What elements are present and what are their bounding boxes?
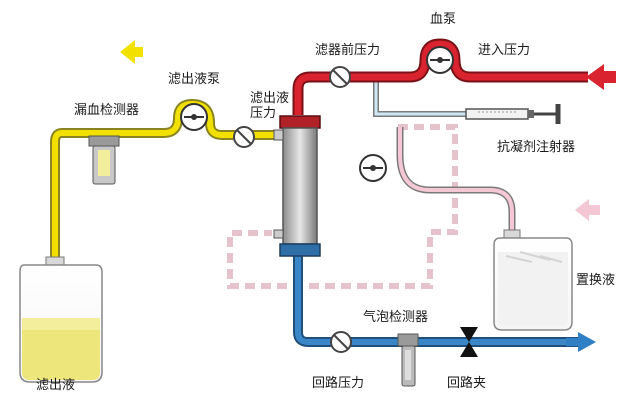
replacement-inflow-arrow xyxy=(575,199,600,221)
blood-pump-label: 血泵 xyxy=(430,12,457,27)
replacement-dashed-path xyxy=(227,124,458,289)
air-bubble-detector xyxy=(397,333,419,387)
blood-leak-detector-label: 漏血检测器 xyxy=(74,103,140,118)
anticoagulant-syringe-label: 抗凝剂注射器 xyxy=(497,140,576,155)
pre-filter-pressure-label: 滤器前压力 xyxy=(315,43,381,58)
bubble-detector-label: 气泡检测器 xyxy=(363,310,429,325)
replacement-fluid-bag xyxy=(493,229,573,331)
return-pressure-label: 回路压力 xyxy=(312,376,365,391)
filtrate-pump-label: 滤出液泵 xyxy=(168,72,221,87)
replacement-fluid-label: 置换液 xyxy=(576,273,616,288)
pre-filter-pressure-gauge xyxy=(329,66,351,88)
blood-inflow-arrow xyxy=(586,64,616,90)
replacement-pump xyxy=(359,154,387,182)
return-pressure-gauge xyxy=(330,331,352,353)
blood-return-arrow xyxy=(566,332,596,352)
inlet-pressure-label: 进入压力 xyxy=(478,43,531,58)
blood-pump xyxy=(426,46,454,74)
anticoagulant-syringe xyxy=(465,104,561,124)
filtrate-bag xyxy=(19,256,103,383)
filtrate-pressure-label: 滤出液压力 xyxy=(250,91,290,121)
return-clamp-label: 回路夹 xyxy=(447,376,487,391)
filtrate-pump xyxy=(180,103,208,131)
filtrate-pressure-gauge xyxy=(233,126,255,148)
return-line-clamp xyxy=(460,327,478,357)
hemofilter xyxy=(273,115,321,257)
filtrate-bag-label: 滤出液 xyxy=(36,378,76,393)
blood-leak-detector xyxy=(88,135,120,185)
filtrate-outflow-arrow xyxy=(120,40,143,64)
anticoagulant-line xyxy=(373,80,466,117)
